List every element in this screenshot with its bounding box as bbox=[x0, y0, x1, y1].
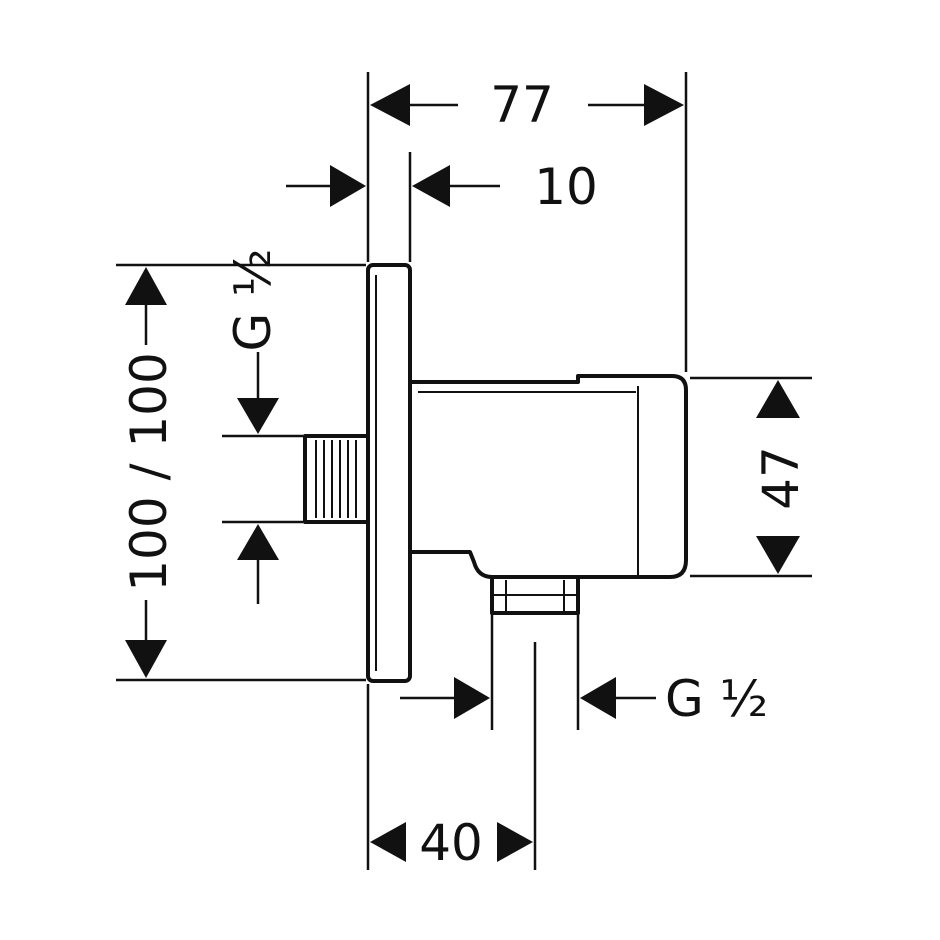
arrow-left bbox=[412, 165, 450, 207]
dimension-flange-size: 100 / 100 bbox=[116, 263, 366, 682]
dimension-label-47: 47 bbox=[752, 446, 810, 510]
dimension-label-40: 40 bbox=[419, 814, 483, 872]
dimension-label-inlet-g-half: G ½ bbox=[224, 248, 282, 351]
wall-flange bbox=[366, 263, 412, 683]
dimension-label-10: 10 bbox=[534, 158, 598, 216]
outlet-body bbox=[408, 374, 688, 579]
arrow-right bbox=[497, 822, 533, 862]
arrow-right bbox=[644, 84, 684, 126]
arrow-up bbox=[237, 524, 279, 560]
arrow-down bbox=[125, 640, 167, 678]
arrow-up bbox=[756, 380, 800, 418]
arrow-up bbox=[125, 267, 167, 305]
arrow-left bbox=[370, 84, 410, 126]
part-outline bbox=[303, 263, 688, 683]
arrow-right bbox=[330, 165, 366, 207]
arrow-left bbox=[580, 677, 616, 719]
dimension-label-100-100: 100 / 100 bbox=[120, 352, 178, 592]
dimension-outlet-height: 47 bbox=[690, 376, 812, 578]
arrow-left bbox=[370, 822, 406, 862]
dimension-inlet-thread: G ½ bbox=[222, 248, 303, 604]
dimension-outlet-thread: G ½ bbox=[400, 614, 768, 730]
arrow-right bbox=[454, 677, 490, 719]
dimension-flange-thickness: 10 bbox=[286, 152, 598, 262]
dimension-overall-depth: 77 bbox=[366, 72, 688, 372]
arrow-down bbox=[237, 398, 279, 434]
inlet-thread-stub bbox=[303, 434, 370, 524]
dimension-outlet-offset: 40 bbox=[366, 642, 537, 872]
dimension-label-77: 77 bbox=[490, 76, 554, 134]
arrow-down bbox=[756, 536, 800, 574]
dimension-label-outlet-g-half: G ½ bbox=[665, 670, 768, 728]
